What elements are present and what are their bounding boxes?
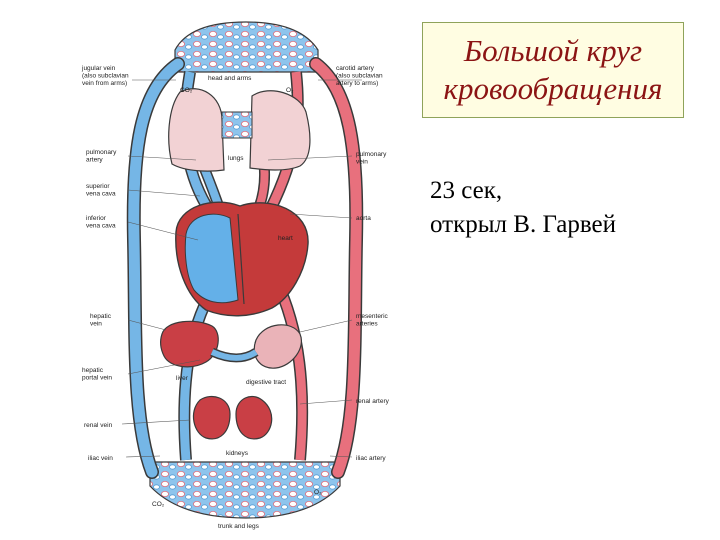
label-iliac-vein: iliac vein	[88, 455, 113, 462]
label-digestive-tract: digestive tract	[246, 379, 286, 386]
label-heart: heart	[278, 235, 293, 242]
label-liver: liver	[176, 375, 189, 382]
slide-title-box: Большой круг кровообращения	[422, 22, 684, 118]
left-kidney	[192, 395, 231, 440]
lung-capillaries	[221, 111, 253, 139]
outer-vein-left-fill	[128, 58, 184, 478]
heart-septum	[237, 213, 245, 305]
heart-right-side	[184, 213, 239, 304]
left-lung	[168, 88, 225, 172]
descending-aorta-fill	[271, 278, 307, 461]
label-trunk-and-legs: trunk and legs	[218, 523, 260, 530]
slide-info-text: 23 сек, открыл В. Гарвей	[430, 174, 710, 242]
outer-artery-right-fill	[310, 58, 362, 478]
inner-labels: head and arms CO₂ O₂ lungs heart liver d…	[152, 75, 322, 530]
hepatic-portal-vein-fill	[210, 349, 258, 361]
head-arms-capillaries	[174, 21, 319, 73]
label-head-and-arms: head and arms	[208, 75, 252, 82]
slide-title-line-2: кровообращения	[443, 71, 663, 106]
label-iliac-artery: iliac artery	[356, 455, 386, 462]
label-co2-bottom: CO₂	[152, 501, 165, 508]
trunk-legs-capillaries	[149, 461, 341, 519]
label-co2-top: CO₂	[180, 87, 193, 94]
leader-lines	[121, 79, 362, 458]
info-duration: 23 сек,	[430, 177, 503, 204]
digestive-tract	[253, 324, 302, 369]
slide-title-line-1: Большой круг	[463, 33, 643, 68]
right-lung	[249, 90, 311, 171]
liver	[160, 320, 219, 368]
label-lungs: lungs	[228, 155, 244, 162]
label-renal-vein: renal vein	[84, 422, 113, 429]
label-o2-bottom: O₂	[314, 489, 322, 496]
right-kidney	[235, 395, 273, 440]
label-o2-top: O₂	[286, 87, 294, 94]
info-discoverer: открыл В. Гарвей	[430, 211, 616, 238]
label-renal-artery: renal artery	[356, 398, 390, 405]
label-kidneys: kidneys	[226, 450, 249, 457]
label-aorta: aorta	[356, 215, 371, 222]
